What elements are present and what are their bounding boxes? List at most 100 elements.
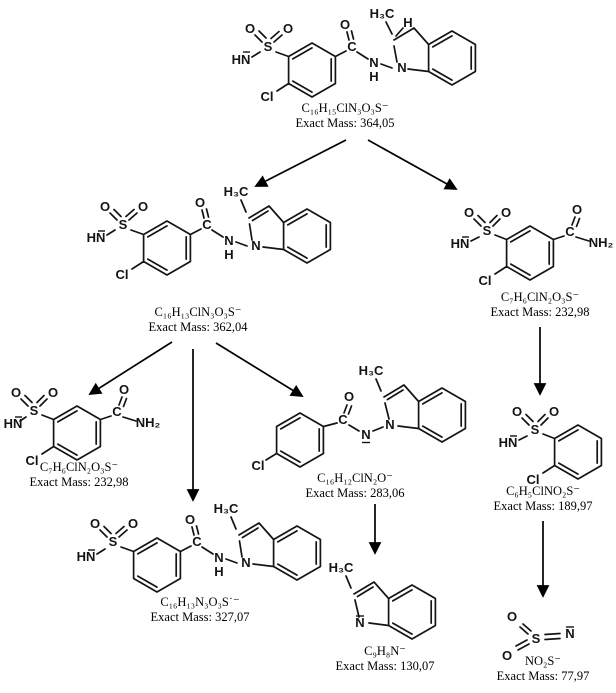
atom-oxygen: O: [195, 195, 205, 210]
molecular-formula: C₆H₅ClNO₂S⁻: [506, 484, 580, 498]
exact-mass: Exact Mass: 362,04: [148, 319, 248, 334]
atom-chlorine: Cl: [252, 458, 265, 473]
atom-amine: NH₂: [589, 235, 614, 250]
atom-carbonyl-c: C: [202, 217, 212, 232]
atom-ring-nitrogen: N: [251, 238, 260, 253]
atom-sulfur: S: [109, 534, 118, 549]
bonds-364: [251, 21, 477, 98]
atom-oxygen: O: [48, 385, 58, 400]
atom-oxygen: O: [11, 385, 21, 400]
atom-nitrogen-anion: N: [361, 427, 370, 442]
atom-nitrogen: N: [369, 55, 378, 70]
atom-nitrogen: N: [224, 233, 233, 248]
caption-364: C₁₆H₁₅ClN₃O₃S⁻ Exact Mass: 364,05: [296, 101, 395, 130]
atom-hydrogen: H: [214, 564, 223, 579]
atom-methyl: H₃C: [329, 560, 354, 575]
atom-oxygen: O: [245, 21, 255, 36]
bonds-078: [515, 623, 561, 651]
atom-chlorine: Cl: [261, 89, 274, 104]
atom-carbonyl-c: C: [565, 224, 575, 239]
atom-oxygen: O: [138, 199, 148, 214]
atom-hydrogen: H: [224, 247, 233, 262]
molecular-formula: C₁₆H₁₃N₃O₃S˙⁻: [160, 595, 240, 609]
atom-sulfur: S: [531, 422, 540, 437]
atom-carbonyl-c: C: [192, 534, 202, 549]
atom-ring-nitrogen-anion: N: [355, 615, 364, 630]
atom-methyl: H₃C: [370, 6, 395, 21]
atom-nitrogen: N: [214, 550, 223, 565]
structure-sulfonyl-nitrene-78: O O S N: [502, 609, 575, 663]
arrow-362-to-233: [88, 341, 173, 396]
structure-chlorosulfamoylbenzamide-233-left: O O S HN Cl C O NH₂: [4, 382, 161, 468]
atom-oxygen: O: [501, 205, 511, 220]
arrow-362-to-283: [215, 342, 304, 398]
atom-methyl: H₃C: [224, 184, 249, 199]
exact-mass: Exact Mass: 77,97: [496, 668, 590, 683]
bonds-130: [345, 575, 437, 640]
atom-oxygen: O: [507, 609, 517, 624]
atom-oxygen: O: [572, 202, 582, 217]
atom-oxygen: O: [512, 404, 522, 419]
molecular-formula: C₁₆H₁₅ClN₃O₃S⁻: [301, 101, 389, 115]
exact-mass: Exact Mass: 189,97: [493, 498, 593, 513]
atom-amide-nh: HN: [451, 236, 470, 251]
exact-mass: Exact Mass: 283,06: [305, 485, 405, 500]
structure-methylindole-130: H₃C N: [329, 560, 437, 640]
molecular-formula: C₁₆H₁₂ClN₂O⁻: [317, 471, 393, 485]
atom-chlorine: Cl: [527, 472, 540, 487]
exact-mass: Exact Mass: 364,05: [295, 115, 395, 130]
atom-amine: NH₂: [136, 415, 161, 430]
arrow-364-to-233: [367, 139, 458, 190]
atom-oxygen: O: [283, 21, 293, 36]
atom-sulfur: S: [532, 631, 541, 646]
atom-carbonyl-c: C: [347, 39, 357, 54]
structure-chlorosulfamoylbenzamide-233-right: O O S HN Cl C O NH₂: [451, 202, 614, 288]
atom-sulfur: S: [30, 403, 39, 418]
atom-methyl: H₃C: [359, 363, 384, 378]
atom-methyl: H₃C: [214, 501, 239, 516]
bonds-283: [265, 378, 467, 468]
structure-indapamide-364: O O S HN Cl C O N H H₃C H N: [232, 6, 477, 104]
fragmentation-arrows: [88, 139, 550, 598]
exact-mass: Exact Mass: 232,98: [29, 474, 129, 489]
atom-chlorine: Cl: [479, 273, 492, 288]
atom-amide-nh: HN: [77, 549, 96, 564]
exact-mass: Exact Mass: 130,07: [335, 658, 435, 673]
atom-oxygen: O: [90, 516, 100, 531]
caption-190: C₆H₅ClNO₂S⁻ Exact Mass: 189,97: [494, 484, 593, 513]
arrow-364-to-362: [254, 139, 347, 187]
atom-ring-nitrogen: N: [241, 555, 250, 570]
structure-dehydroindapamide-362: O O S HN Cl C O N H H₃C N: [87, 184, 332, 282]
structure-chlorobenzoyl-methylindole-283: Cl C O N N H₃C: [252, 363, 467, 473]
caption-283: C₁₆H₁₂ClN₂O⁻ Exact Mass: 283,06: [306, 471, 405, 500]
caption-233-left: C₇H₆ClN₂O₃S⁻ Exact Mass: 232,98: [30, 460, 129, 489]
molecular-formula: NO₂S⁻: [525, 654, 561, 668]
atom-ring-nitrogen: N: [385, 417, 394, 432]
atom-hydrogen: H: [369, 69, 378, 84]
atom-sulfur: S: [264, 39, 273, 54]
molecular-formula: C₉H₈N⁻: [364, 644, 406, 658]
atom-amide-nh: HN: [499, 435, 518, 450]
molecular-formula: C₁₆H₁₃ClN₃O₃S⁻: [154, 305, 242, 319]
atom-chlorine: Cl: [26, 453, 39, 468]
atom-amide-nh: HN: [232, 52, 251, 67]
exact-mass: Exact Mass: 232,98: [490, 304, 590, 319]
structure-deschloro-indapamide-327: O O S HN C O N H H₃C N: [77, 501, 322, 593]
molecular-formula: C₇H₆ClN₂O₃S⁻: [500, 290, 580, 304]
atom-sulfur: S: [119, 217, 128, 232]
atom-oxygen: O: [119, 382, 129, 397]
atom-carbonyl-c: C: [338, 412, 348, 427]
atom-carbonyl-c: C: [112, 404, 122, 419]
atom-sulfur: S: [483, 223, 492, 238]
bonds-362: [106, 199, 332, 276]
atom-ring-nitrogen: N: [397, 60, 406, 75]
atom-oxygen: O: [340, 17, 350, 32]
atom-oxygen: O: [128, 516, 138, 531]
atom-amide-nh: HN: [87, 230, 106, 245]
atom-oxygen: O: [549, 404, 559, 419]
caption-233-right: C₇H₆ClN₂O₃S⁻ Exact Mass: 232,98: [491, 290, 590, 319]
bonds-233r: [470, 214, 590, 281]
structure-chlorobenzenesulfonamide-190: O O S HN Cl: [499, 404, 603, 487]
caption-78: NO₂S⁻ Exact Mass: 77,97: [497, 654, 590, 683]
exact-mass: Exact Mass: 327,07: [150, 609, 250, 624]
